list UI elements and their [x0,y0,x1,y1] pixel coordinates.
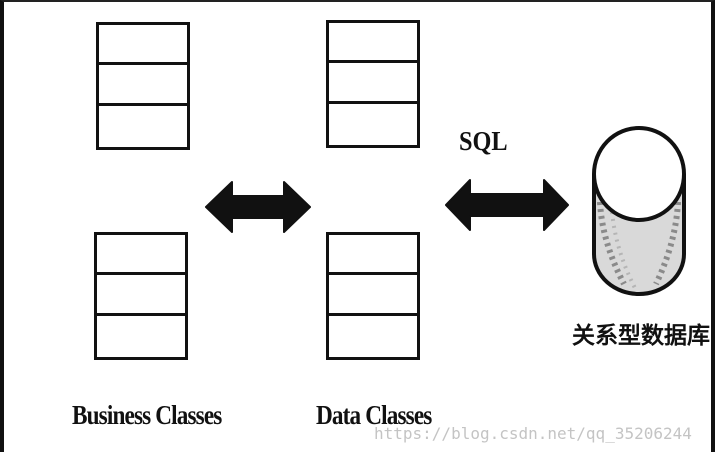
class-box-row [329,63,417,104]
diagram-graphics [205,126,686,296]
business-class-box-bottom [94,232,188,360]
data-class-box-bottom [326,232,420,360]
business-class-box-top [96,22,190,150]
class-box-row [97,275,185,316]
sql-double-arrow-icon [445,179,569,231]
class-box-row [97,235,185,276]
data-class-box-top [326,20,420,148]
class-box-row [329,23,417,64]
database-label: 关系型数据库 [572,323,710,349]
database-cylinder-icon [592,126,686,296]
class-box-row [329,235,417,276]
sql-label: SQL [459,126,508,156]
data-classes-label: Data Classes [316,400,432,430]
class-box-row [99,65,187,106]
class-box-row [99,25,187,66]
double-arrow-icon [205,181,311,233]
class-box-row [329,275,417,316]
watermark-text: https://blog.csdn.net/qq_35206244 [374,424,692,443]
business-classes-label: Business Classes [72,400,222,430]
